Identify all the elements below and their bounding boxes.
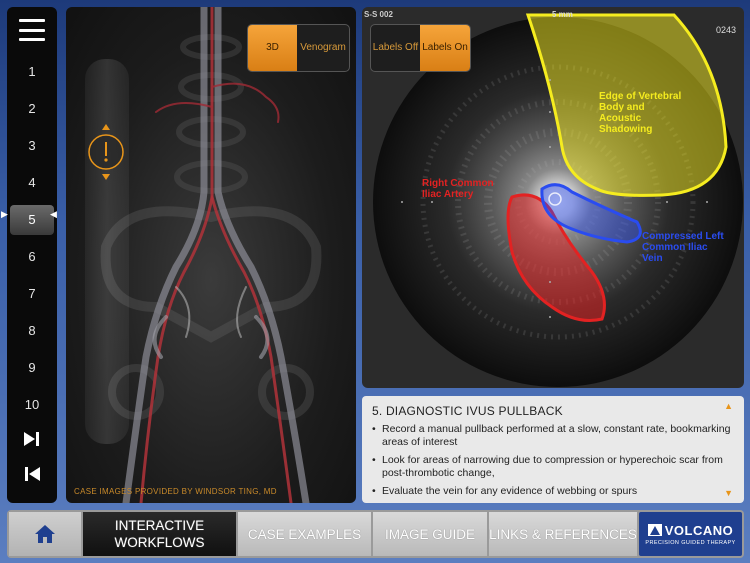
ivus-scale: 5 mm xyxy=(552,10,573,19)
ivus-case-code: S-S 002 xyxy=(364,10,393,19)
ivus-frame-number: 0243 xyxy=(716,25,737,35)
brand-name: VOLCANO xyxy=(664,522,734,538)
home-button[interactable] xyxy=(9,512,81,556)
step-title: 5. DIAGNOSTIC IVUS PULLBACK xyxy=(372,404,563,418)
artery-outline xyxy=(506,193,606,322)
step-7[interactable]: 7 xyxy=(28,286,36,301)
catheter-center xyxy=(548,192,562,206)
ivus-image xyxy=(373,13,743,387)
menu-icon[interactable] xyxy=(19,19,45,41)
tab-interactive-workflows[interactable]: INTERACTIVE WORKFLOWS xyxy=(83,512,236,556)
step-5[interactable]: 5 xyxy=(10,205,54,235)
pullback-slider-track[interactable] xyxy=(85,59,129,444)
step-bullets: Record a manual pullback performed at a … xyxy=(372,423,734,498)
bullet-item: Record a manual pullback performed at a … xyxy=(372,423,734,449)
chevron-down-icon[interactable]: ▼ xyxy=(724,488,733,498)
skip-forward-icon[interactable] xyxy=(20,429,44,449)
step-10[interactable]: 10 xyxy=(24,397,40,412)
tab-image-guide[interactable]: IMAGE GUIDE xyxy=(373,512,487,556)
vertebral-body-label: Edge of Vertebral Body and Acoustic Shad… xyxy=(599,91,682,135)
image-credit: CASE IMAGES PROVIDED BY WINDSOR TING, MD xyxy=(74,487,277,496)
active-step-right-marker: ◀ xyxy=(50,209,57,219)
view-mode-toggle: 3D Venogram xyxy=(247,24,350,72)
labels-on-option[interactable]: Labels On xyxy=(420,25,470,71)
anatomy-illustration xyxy=(100,7,322,503)
artery-label: Right Common Iliac Artery xyxy=(422,178,494,200)
slider-knob-icon[interactable] xyxy=(86,124,126,180)
step-rail: 1 2 3 4 5 6 7 8 9 10 xyxy=(7,7,57,503)
labels-toggle: Labels Off Labels On xyxy=(370,24,471,72)
tab-links-references[interactable]: LINKS & REFERENCES xyxy=(489,512,637,556)
tab-case-examples[interactable]: CASE EXAMPLES xyxy=(238,512,371,556)
brand-tagline: PRECISION GUIDED THERAPY xyxy=(645,539,736,546)
step-9[interactable]: 9 xyxy=(28,360,36,375)
volcano-brand: VOLCANO PRECISION GUIDED THERAPY xyxy=(639,512,742,556)
step-1[interactable]: 1 xyxy=(28,64,36,79)
step-4[interactable]: 4 xyxy=(28,175,36,190)
labels-off-option[interactable]: Labels Off xyxy=(372,42,419,53)
vein-outline xyxy=(540,183,642,244)
step-2[interactable]: 2 xyxy=(28,101,36,116)
step-3[interactable]: 3 xyxy=(28,138,36,153)
view-3d-option[interactable]: 3D xyxy=(248,25,298,71)
ivus-image-panel[interactable]: S-S 002 5 mm 0243 Labels Off Labels On E… xyxy=(362,7,744,388)
vertebral-body-outline xyxy=(525,13,728,197)
step-description-panel: 5. DIAGNOSTIC IVUS PULLBACK Record a man… xyxy=(362,396,744,503)
bullet-item: Look for areas of narrowing due to compr… xyxy=(372,454,734,480)
anatomy-3d-panel[interactable]: 3D Venogram CASE IMAGES PROVIDED BY WIND… xyxy=(66,7,356,503)
home-icon xyxy=(35,525,55,543)
skip-back-icon[interactable] xyxy=(20,464,44,484)
volcano-logo-icon xyxy=(647,524,662,536)
step-8[interactable]: 8 xyxy=(28,323,36,338)
chevron-up-icon[interactable]: ▲ xyxy=(724,401,733,411)
step-6[interactable]: 6 xyxy=(28,249,36,264)
active-step-left-marker: ▶ xyxy=(1,209,8,219)
bottom-tab-bar: INTERACTIVE WORKFLOWS CASE EXAMPLES IMAG… xyxy=(7,510,744,558)
bullet-item: Evaluate the vein for any evidence of we… xyxy=(372,485,734,498)
view-venogram-option[interactable]: Venogram xyxy=(300,42,346,53)
vein-label: Compressed Left Common Iliac Vein xyxy=(642,231,724,264)
